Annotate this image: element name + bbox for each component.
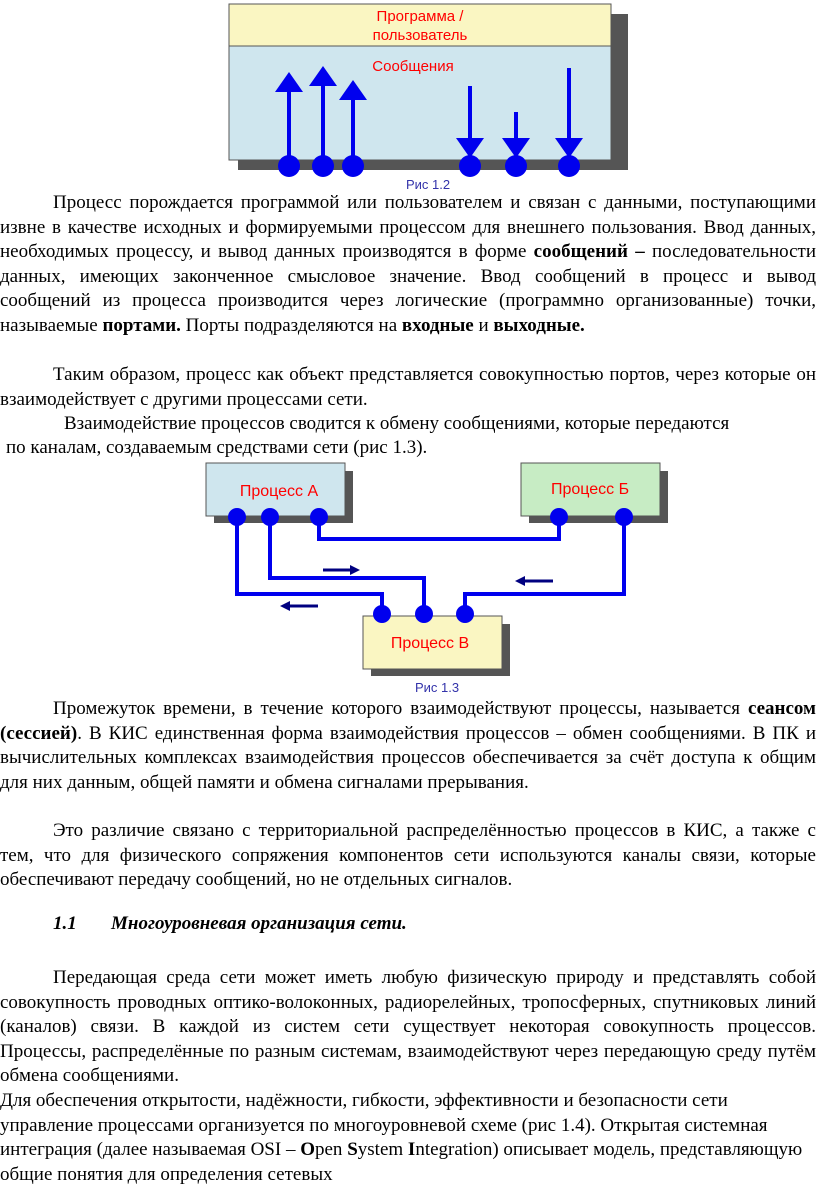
paragraph-osi: Для обеспечения открытости, надёжности, … <box>0 1089 816 1187</box>
input-port-arrow <box>502 112 530 177</box>
term-session: сеансом (сессией) <box>0 698 816 744</box>
paragraph-text: ) описывает модель, представляющую общие… <box>0 1139 803 1185</box>
process-v-label: Процесс В <box>391 635 469 652</box>
paragraph-interaction-line1: Взаимодействие процессов сводится к обме… <box>64 413 730 434</box>
port-a-3 <box>310 508 328 526</box>
term-messages: сообщений – <box>533 241 645 263</box>
paragraph-text: последовательности данных, имеющих закон… <box>0 241 816 336</box>
osi-word-ystem: ystem <box>357 1139 408 1161</box>
paragraph-text: . В КИС единственная форма взаимодействи… <box>0 722 816 793</box>
paragraph-text: Промежуток времени, в течение которого в… <box>53 698 748 719</box>
output-port-arrow <box>275 72 303 177</box>
process-b-label: Процесс Б <box>551 481 629 498</box>
port-v-2 <box>415 605 433 623</box>
program-user-header <box>228 3 612 47</box>
header-label-line2: пользователь <box>373 27 468 44</box>
direction-arrow-left <box>515 576 553 586</box>
paragraph-text: и <box>473 314 494 336</box>
ports <box>228 508 633 623</box>
channel-b-to-v <box>463 517 626 614</box>
term-output: выходные. <box>493 314 585 336</box>
input-port-arrow <box>456 86 484 177</box>
channel-a-to-v <box>235 517 384 614</box>
output-port-arrow <box>339 80 367 177</box>
paragraph-interaction-line2: по каналам, создаваемым средствами сети … <box>6 437 428 458</box>
output-port-arrow <box>309 66 337 177</box>
paragraph-transmission-medium: Передающая среда сети может иметь любую … <box>0 967 816 1087</box>
osi-letter-i: I <box>407 1139 416 1161</box>
figure-1-3: Процесс А Процесс Б Процесс В Рис 1.3 <box>205 462 668 695</box>
figure-1-2: Программа / пользователь Сообщения Рис 1… <box>228 3 628 192</box>
process-v-box <box>362 615 503 670</box>
channel-a-to-v-inner <box>268 517 426 614</box>
osi-word-pen: pen <box>315 1139 348 1161</box>
osi-letter-o: O <box>300 1139 315 1161</box>
direction-arrow-left <box>280 601 318 611</box>
port-b-2 <box>615 508 633 526</box>
port-a-2 <box>261 508 279 526</box>
term-ports: портами. <box>102 314 181 336</box>
section-number: 1.1 <box>53 913 77 934</box>
paragraph-ports-summary: Таким образом, процесс как объект предст… <box>0 364 816 410</box>
input-port-arrow <box>555 68 583 177</box>
osi-letter-s: S <box>347 1139 358 1161</box>
channel-a-to-b <box>317 517 561 541</box>
section-title: Многоуровневая организация сети. <box>111 913 407 934</box>
paragraph-text: Для обеспечения открытости, надёжности, … <box>0 1090 768 1161</box>
process-a-box <box>205 462 346 517</box>
figure-1-2-caption: Рис 1.2 <box>406 177 450 192</box>
osi-word-ntegration: ntegration <box>415 1139 493 1161</box>
messages-area <box>228 45 612 161</box>
figure-1-3-caption: Рис 1.3 <box>415 680 459 695</box>
paragraph-text: Порты подразделяются на <box>180 314 402 336</box>
channel-lines <box>235 517 626 614</box>
port-b-1 <box>550 508 568 526</box>
process-b-box <box>520 462 661 517</box>
paragraph-session: Промежуток времени, в течение которого в… <box>0 697 816 795</box>
term-input: входные <box>401 314 474 336</box>
process-a-label: Процесс А <box>240 483 319 500</box>
port-v-1 <box>373 605 391 623</box>
paragraph-difference: Это различие связано с территориальной р… <box>0 820 816 891</box>
direction-arrow-right <box>323 565 360 575</box>
section-heading: 1.1 Многоуровневая организация сети. <box>53 913 407 935</box>
paragraph-text: Процесс порождается программой или польз… <box>0 192 816 263</box>
messages-label: Сообщения <box>372 58 453 75</box>
port-v-3 <box>456 605 474 623</box>
header-label-line1: Программа / <box>377 8 465 25</box>
paragraph-processes: Процесс порождается программой или польз… <box>0 191 816 339</box>
port-a-1 <box>228 508 246 526</box>
